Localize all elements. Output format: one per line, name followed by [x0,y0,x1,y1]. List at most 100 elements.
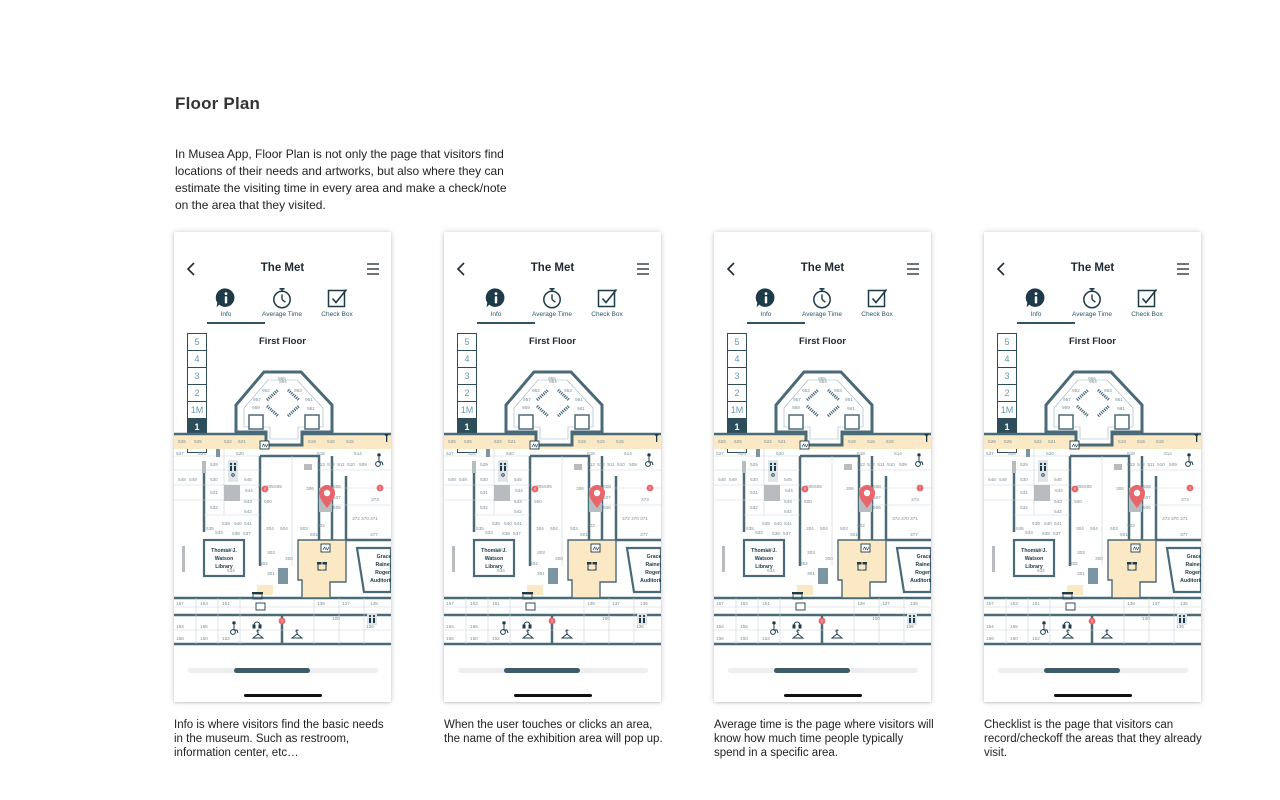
great-hall-wing[interactable]: 955 952 953 957 951 964 959 961 [504,370,604,447]
tab-info[interactable]: Info [466,287,526,325]
svg-text:515: 515 [1156,439,1164,444]
floor-button-2[interactable]: 2 [998,385,1016,402]
menu-button[interactable] [636,262,650,276]
floor-button-3[interactable]: 3 [458,368,476,385]
tinted-exhibition-rooms[interactable] [1067,539,1157,599]
restroom-icon[interactable] [1038,460,1187,625]
library-room[interactable]: Thomas J. Watson Library [202,538,246,578]
intro-paragraph: In Musea App, Floor Plan is not only the… [175,147,507,212]
floor-button-4[interactable]: 4 [458,351,476,368]
floor-button-3[interactable]: 3 [188,368,206,385]
floor-map[interactable]: 955 952 953 957 951 964 959 961 [984,370,1201,648]
svg-text:526: 526 [448,439,456,444]
floor-map[interactable]: 955 952 953 957 951 964 959 961 [444,370,661,648]
tab-info[interactable]: Info [736,287,796,325]
tab-check-box[interactable]: Check Box [307,287,367,325]
svg-text:100: 100 [602,616,610,621]
svg-text:510: 510 [1157,462,1165,467]
restroom-icon[interactable] [768,460,917,625]
map-horizontal-scrollbar[interactable] [458,668,648,673]
svg-text:520: 520 [1046,451,1054,456]
information-dot-icon[interactable]: ! ! ! [801,484,924,625]
location-pin-icon[interactable] [589,485,605,508]
floor-button-1m[interactable]: 1M [728,402,746,419]
information-dot-icon[interactable]: ! ! ! [531,484,654,625]
floor-button-4[interactable]: 4 [188,351,206,368]
floor-button-2[interactable]: 2 [188,385,206,402]
floor-button-4[interactable]: 4 [728,351,746,368]
svg-text:516: 516 [1137,439,1145,444]
restroom-icon[interactable] [498,460,647,625]
floor-button-1m[interactable]: 1M [998,402,1016,419]
tab-info[interactable]: Info [196,287,256,325]
tab-average-time[interactable]: Average Time [252,287,312,325]
map-horizontal-scrollbar[interactable] [998,668,1188,673]
tinted-exhibition-rooms[interactable] [257,539,347,599]
tab-check-box[interactable]: Check Box [577,287,637,325]
scrollbar-thumb[interactable] [234,668,310,673]
map-horizontal-scrollbar[interactable] [188,668,378,673]
back-button[interactable] [724,260,740,278]
svg-text:Rainey: Rainey [915,562,931,568]
floor-button-1m[interactable]: 1M [458,402,476,419]
auditorium-room[interactable]: Grace Rainey Rogers Auditorium [895,546,931,594]
map-mode-tabs: Info Average Time Check Box [444,287,661,327]
floor-map[interactable]: 955 952 953 957 951 964 959 961 [174,370,391,648]
floor-map[interactable]: 955 952 953 957 951 964 959 961 [714,370,931,648]
floor-button-3[interactable]: 3 [998,368,1016,385]
tab-info[interactable]: Info [1006,287,1066,325]
floor-button-5[interactable]: 5 [458,334,476,351]
tinted-exhibition-rooms[interactable] [797,539,887,599]
location-pin-icon[interactable] [859,485,875,508]
back-button[interactable] [184,260,200,278]
svg-text:506: 506 [603,505,611,510]
svg-text:377: 377 [640,532,648,537]
svg-text:541: 541 [244,521,252,526]
floor-button-5[interactable]: 5 [728,334,746,351]
floor-button-1m[interactable]: 1M [188,402,206,419]
svg-text:536: 536 [1035,547,1043,552]
tab-average-time[interactable]: Average Time [792,287,852,325]
great-hall-wing[interactable]: 955 952 953 957 951 964 959 961 [774,370,874,447]
elevator-icon [255,440,331,611]
svg-text:153: 153 [740,601,748,606]
svg-text:!: ! [281,619,283,624]
information-dot-icon[interactable]: ! ! ! [261,484,384,625]
tab-check-box[interactable]: Check Box [1117,287,1177,325]
floor-button-5[interactable]: 5 [188,334,206,351]
tinted-exhibition-rooms[interactable] [527,539,617,599]
menu-button[interactable] [1176,262,1190,276]
information-dot-icon[interactable]: ! ! ! [1071,484,1194,625]
checkbox-icon [867,288,888,308]
tab-average-time[interactable]: Average Time [1062,287,1122,325]
svg-text:135: 135 [370,601,378,606]
scrollbar-thumb[interactable] [774,668,850,673]
location-pin-icon[interactable] [319,485,335,508]
library-room[interactable]: Thomas J. Watson Library [472,538,516,578]
location-pin-icon[interactable] [1129,485,1145,508]
menu-button[interactable] [366,262,380,276]
auditorium-room[interactable]: Grace Rainey Rogers Auditorium [625,546,661,594]
svg-text:544: 544 [245,488,253,493]
map-horizontal-scrollbar[interactable] [728,668,918,673]
menu-button[interactable] [906,262,920,276]
back-button[interactable] [454,260,470,278]
restroom-icon[interactable] [228,460,377,625]
floor-button-2[interactable]: 2 [458,385,476,402]
library-room[interactable]: Thomas J. Watson Library [742,538,786,578]
auditorium-room[interactable]: Grace Rainey Rogers Auditorium [1165,546,1201,594]
tab-check-box[interactable]: Check Box [847,287,907,325]
floor-button-3[interactable]: 3 [728,368,746,385]
stair-blocks [486,449,558,584]
floor-button-5[interactable]: 5 [998,334,1016,351]
svg-text:540: 540 [774,521,782,526]
tab-average-time[interactable]: Average Time [522,287,582,325]
floor-button-4[interactable]: 4 [998,351,1016,368]
library-room[interactable]: Thomas J. Watson Library [1012,538,1056,578]
back-button[interactable] [994,260,1010,278]
scrollbar-thumb[interactable] [504,668,580,673]
svg-text:961: 961 [577,406,585,411]
scrollbar-thumb[interactable] [1044,668,1120,673]
floor-button-2[interactable]: 2 [728,385,746,402]
auditorium-room[interactable]: Grace Rainey Rogers Auditorium [355,546,391,594]
